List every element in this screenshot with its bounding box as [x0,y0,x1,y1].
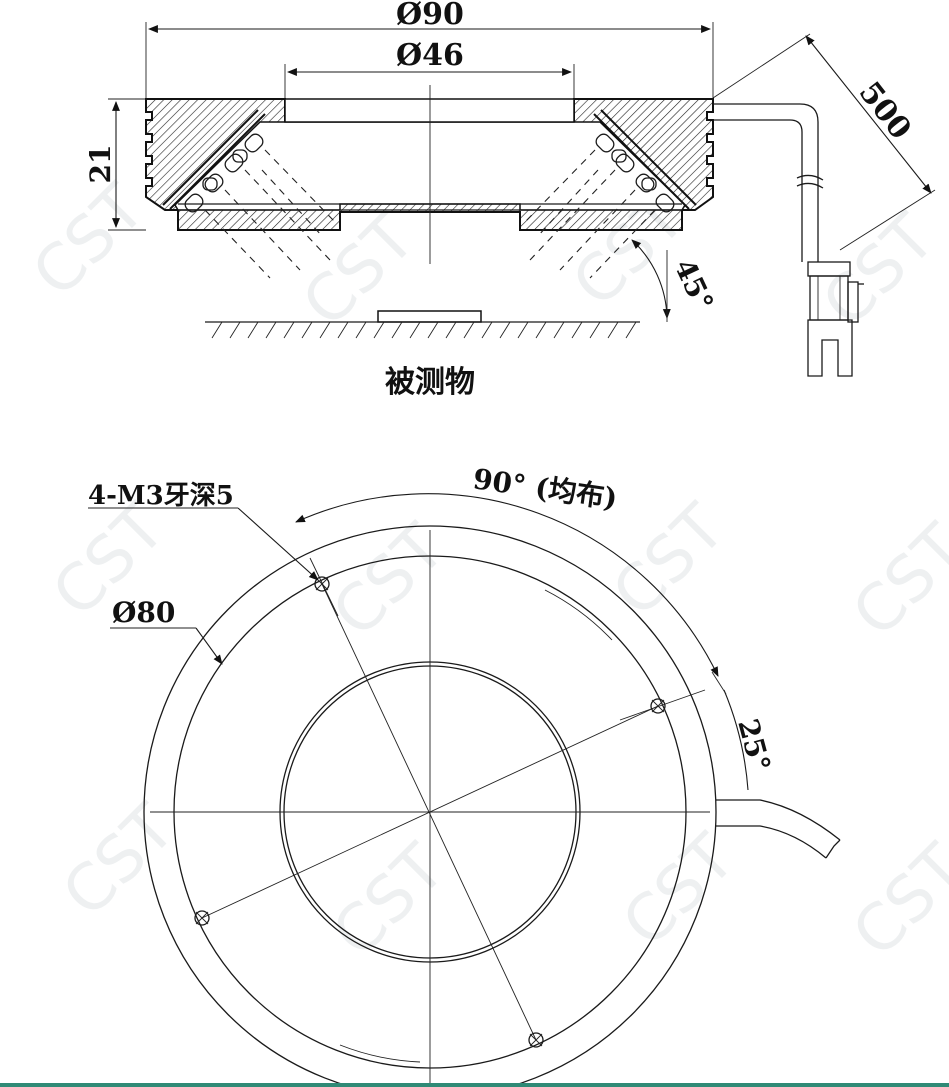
hole-center-line [201,705,659,919]
diffuser-arc [339,1044,421,1063]
led [655,193,675,213]
watermark-text: CST [599,490,740,631]
bottom-accent-bar [0,1083,949,1087]
mounting-hole [194,910,210,926]
led [232,149,248,163]
watermark-text: CST [49,790,190,931]
cable-break [796,174,824,181]
top-view: 90° (均布) 25° 4-M3牙深5 Ø80 [88,462,841,1087]
inner-diameter-label: Ø46 [396,38,464,73]
holes-callout-label: 4-M3牙深5 [88,481,234,511]
target-label: 被测物 [385,365,475,400]
cable-break [796,182,824,189]
top-opening [284,98,575,123]
led [202,177,218,191]
light-rays [204,149,656,279]
connector [807,261,864,377]
offset-arc [723,689,749,791]
outer-diameter-label: Ø90 [396,0,464,32]
extension-line [711,671,727,695]
led [244,133,264,153]
led [611,149,627,163]
mounting-hole [528,1032,544,1048]
cable-top-inner [716,825,827,859]
cable-length-label: 500 [852,75,918,146]
led [641,177,657,191]
led [184,193,204,213]
target-object [377,310,482,323]
led-group-left [184,133,264,213]
led-group-right [595,133,675,213]
spacing-arc [295,493,719,677]
cable-top-outer [716,799,841,841]
bolt-circle-label: Ø80 [112,596,175,629]
watermark-text: CST [19,170,160,311]
led-board-right [593,113,690,210]
led-board-left [169,113,266,210]
led-board-right [600,109,697,206]
cable-top-end [825,839,841,859]
height-label: 21 [84,145,117,184]
led-board-left [162,109,259,206]
extension-line [712,33,811,99]
offset-angle-label: 25° [731,715,777,775]
dimension-line-cable [805,35,932,194]
angle-arc [631,239,671,319]
led [595,133,615,153]
ground-hatch [211,321,637,339]
bolt-circle-leader [195,627,223,665]
hole-center-line [619,689,706,721]
watermark-text: CST [839,830,949,971]
watermark-text: CST [609,820,750,961]
mounting-hole [650,698,666,714]
holes-leader [237,507,319,581]
extension-line [839,189,936,251]
led [224,153,244,173]
watermark-text: CST [319,510,460,651]
hole-spacing-label: 90° (均布) [471,462,619,515]
watermark-text: CST [319,830,460,971]
cable-inner [713,119,803,262]
watermark-text: CST [839,510,949,651]
led [615,153,635,173]
side-view: Ø90 Ø46 21 [84,0,936,400]
angle-label: 45° [668,254,720,316]
diffuser-arc [544,589,613,641]
